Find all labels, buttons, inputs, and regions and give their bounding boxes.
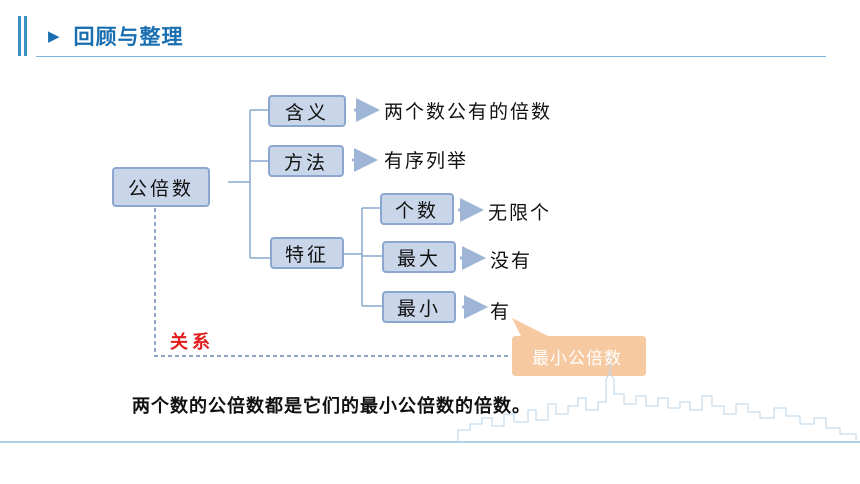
callout-pointer: [512, 318, 552, 338]
arrow-icons: [352, 98, 488, 319]
callout-text: 最小公倍数: [532, 348, 622, 369]
callout-bubble: [512, 336, 646, 376]
chevron-right-icon: ▶: [48, 27, 60, 45]
root-node: 公倍数: [112, 167, 210, 207]
node-max: 最大: [382, 241, 456, 273]
header: ▶ 回顾与整理: [48, 18, 184, 54]
node-min: 最小: [382, 291, 456, 323]
meaning-detail: 两个数公有的倍数: [384, 101, 553, 123]
min-detail: 有: [490, 301, 512, 323]
node-feature: 特征: [270, 237, 344, 269]
header-decoration-bars: [18, 16, 34, 56]
node-meaning: 含义: [268, 95, 346, 127]
header-divider: [36, 56, 826, 57]
node-method: 方法: [268, 145, 344, 177]
max-detail: 没有: [490, 250, 533, 272]
node-count: 个数: [380, 193, 454, 225]
city-skyline-decoration: [457, 356, 857, 442]
relation-label: 关系: [170, 332, 214, 353]
method-detail: 有序列举: [384, 150, 469, 172]
page-title: 回顾与整理: [73, 25, 184, 49]
conclusion-sentence: 两个数的公倍数都是它们的最小公倍数的倍数。: [132, 396, 531, 417]
bracket-lines: [228, 109, 382, 307]
count-detail: 无限个: [488, 202, 552, 224]
relation-dashed-line: [154, 208, 510, 357]
